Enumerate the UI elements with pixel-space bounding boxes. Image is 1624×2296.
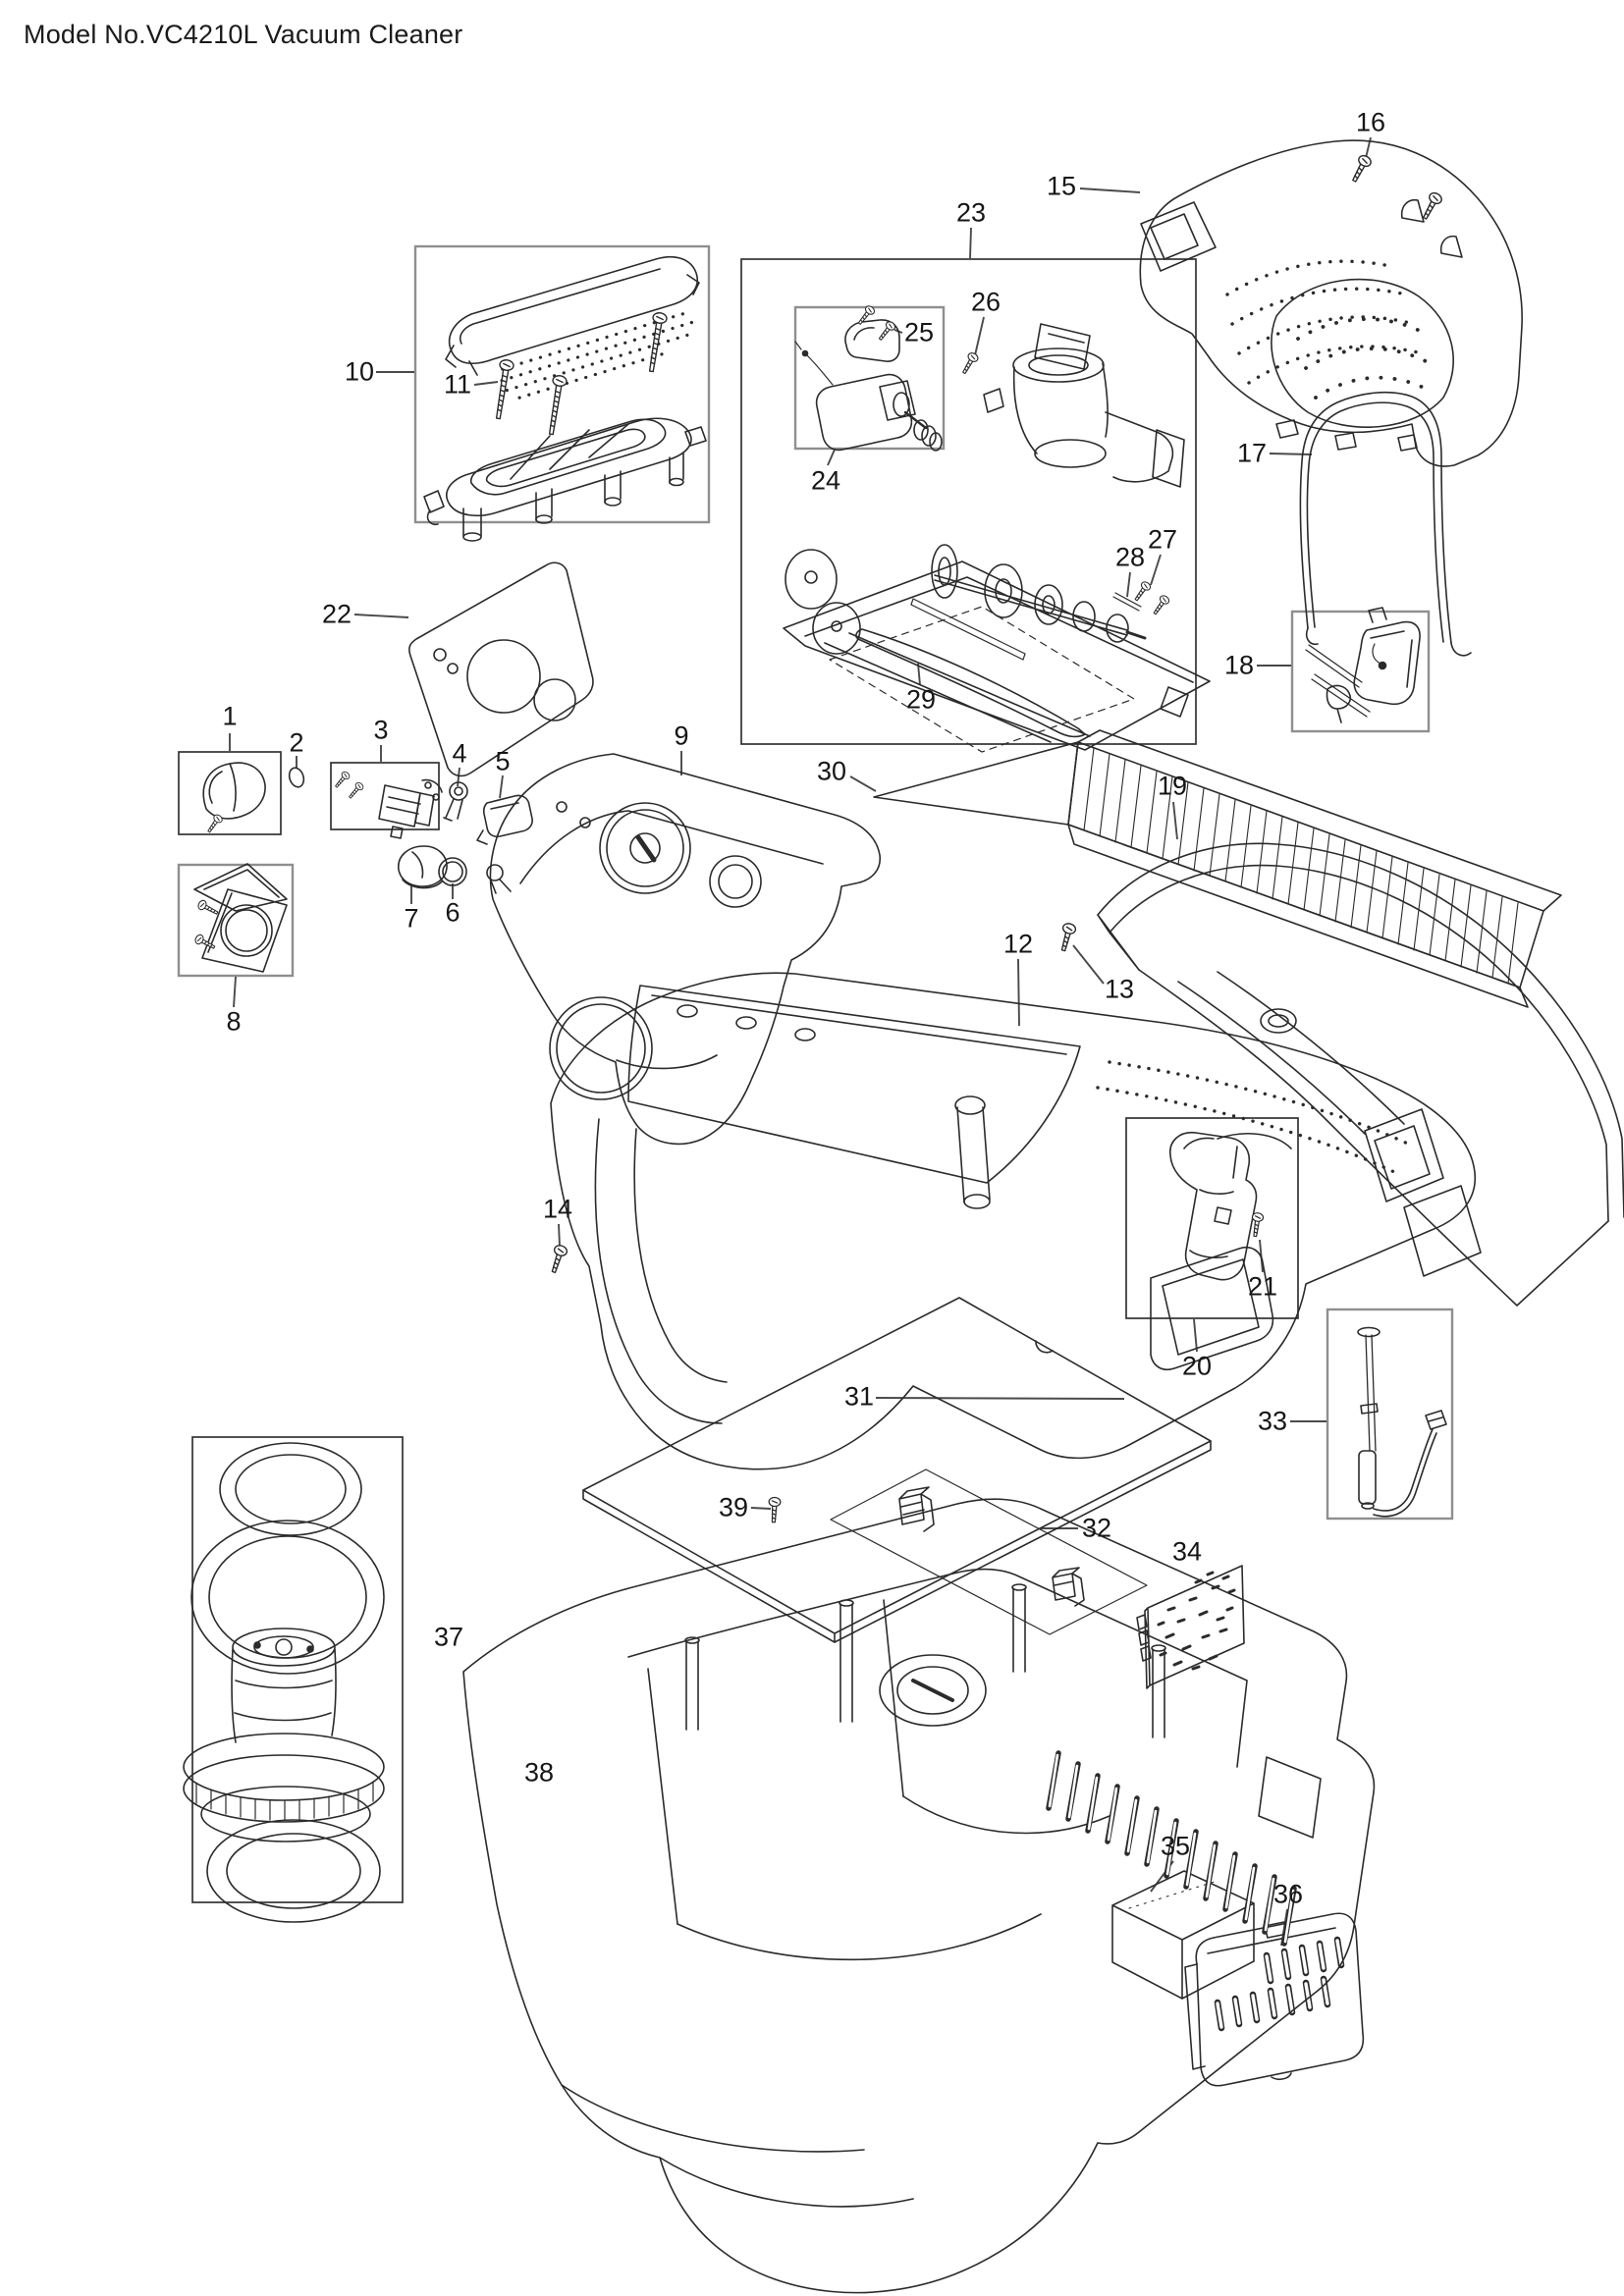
- part-3-screw-a: [332, 770, 352, 790]
- part-label-20: 20: [1181, 1351, 1213, 1381]
- part-16-screw-a: [1347, 152, 1374, 186]
- part-label-18: 18: [1223, 650, 1255, 680]
- part-39-screw: [767, 1496, 782, 1523]
- part-26-screw: [958, 350, 981, 377]
- part-label-36: 36: [1272, 1879, 1304, 1909]
- part-18-cord-hook-drawing: [1305, 607, 1421, 723]
- part-38-base-housing-drawing: [462, 1498, 1376, 2294]
- part-label-29: 29: [905, 684, 937, 715]
- part-label-6: 6: [445, 897, 460, 928]
- part-5-clamp-small-drawing: [486, 864, 512, 894]
- part-label-28: 28: [1114, 542, 1146, 572]
- part-23-nozzle-assembly-drawing: [783, 323, 1211, 751]
- group-boxes: [177, 244, 1454, 1903]
- part-label-30: 30: [816, 756, 847, 786]
- part-15-top-cover-drawing: [1139, 139, 1523, 467]
- box-part-18: [1290, 610, 1431, 733]
- part-label-4: 4: [452, 738, 467, 769]
- part-32-clips-drawing: [830, 1468, 1148, 1635]
- part-33-float-rod-drawing: [1357, 1326, 1447, 1518]
- part-35-foam-block-drawing: [1111, 1870, 1255, 2000]
- part-12-mid-housing-drawing: [550, 972, 1476, 1470]
- part-label-17: 17: [1236, 438, 1268, 468]
- diagram-title: Model No.VC4210L Vacuum Cleaner: [24, 20, 463, 49]
- part-label-35: 35: [1160, 1831, 1191, 1861]
- part-label-8: 8: [226, 1006, 242, 1037]
- part-label-15: 15: [1046, 171, 1077, 201]
- part-label-13: 13: [1104, 974, 1135, 1004]
- part-6-oring-drawing: [438, 857, 467, 886]
- part-20-latch-drawing: [1169, 1131, 1258, 1281]
- part-8-screw-a: [195, 898, 221, 919]
- part-label-21: 21: [1247, 1271, 1278, 1302]
- part-label-27: 27: [1147, 524, 1178, 555]
- box-part-1: [178, 751, 282, 835]
- part-label-5: 5: [495, 746, 511, 776]
- box-part-37: [191, 1436, 404, 1903]
- part-30-filter-drawing: [873, 729, 1562, 1008]
- part-25-screw-b: [875, 319, 897, 344]
- part-9-cover-panel-drawing: [489, 753, 881, 1146]
- part-27-screw-b: [1150, 593, 1171, 617]
- part-27-screw-a: [1131, 579, 1153, 604]
- part-17-handle-wire-drawing: [1299, 391, 1472, 657]
- box-part-33: [1326, 1308, 1454, 1521]
- part-1-knob-drawing: [202, 762, 266, 820]
- part-label-19: 19: [1157, 771, 1188, 801]
- part-label-14: 14: [542, 1194, 573, 1224]
- part-11-screw-b: [543, 373, 568, 437]
- part-11-screw-a: [490, 357, 515, 421]
- part-label-16: 16: [1355, 107, 1386, 137]
- part-4-clamp-drawing: [443, 781, 468, 822]
- part-11-screw-c: [643, 310, 669, 374]
- part-14-screw: [546, 1243, 569, 1275]
- part-label-32: 32: [1081, 1513, 1112, 1543]
- part-22-gasket-drawing: [408, 561, 594, 777]
- part-5-bracket-drawing: [476, 794, 533, 845]
- part-label-26: 26: [970, 287, 1001, 317]
- part-label-37: 37: [433, 1622, 464, 1652]
- part-label-9: 9: [674, 721, 689, 751]
- box-part-20: [1125, 1117, 1299, 1319]
- part-36-grille-drawing: [1184, 1912, 1365, 2087]
- part-label-23: 23: [955, 197, 987, 228]
- part-label-38: 38: [523, 1757, 555, 1788]
- part-13-screw: [1056, 921, 1078, 953]
- part-label-34: 34: [1171, 1536, 1203, 1567]
- part-label-25: 25: [903, 317, 935, 347]
- box-part-8: [177, 863, 295, 978]
- part-label-2: 2: [289, 727, 304, 758]
- part-label-10: 10: [344, 356, 375, 387]
- part-7-cap-drawing: [398, 845, 448, 889]
- part-19-rear-cover-drawing: [1097, 842, 1624, 1307]
- part-label-7: 7: [404, 903, 419, 934]
- box-part-10: [413, 244, 711, 524]
- part-3-screw-b: [346, 780, 365, 801]
- part-24-solenoid-drawing: [794, 319, 943, 452]
- part-label-3: 3: [373, 715, 389, 745]
- part-label-33: 33: [1257, 1406, 1288, 1436]
- leader-lines: [229, 136, 1372, 1947]
- part-3-switch-drawing: [378, 778, 443, 839]
- part-37-motor-drawing: [183, 1442, 385, 1923]
- part-label-12: 12: [1002, 929, 1034, 959]
- part-29-blade-drawing: [829, 598, 1135, 753]
- part-label-22: 22: [321, 599, 352, 629]
- part-1-screw: [204, 812, 225, 835]
- part-8-inlet-plate-drawing: [193, 863, 288, 973]
- part-label-31: 31: [843, 1381, 875, 1412]
- part-31-flat-filter-drawing: [582, 1297, 1212, 1643]
- part-10-handle-drawing: [423, 255, 707, 542]
- part-label-39: 39: [718, 1492, 749, 1522]
- part-label-24: 24: [810, 465, 841, 496]
- part-2-oring-drawing: [288, 767, 305, 788]
- part-label-1: 1: [222, 701, 238, 731]
- part-label-11: 11: [443, 369, 472, 400]
